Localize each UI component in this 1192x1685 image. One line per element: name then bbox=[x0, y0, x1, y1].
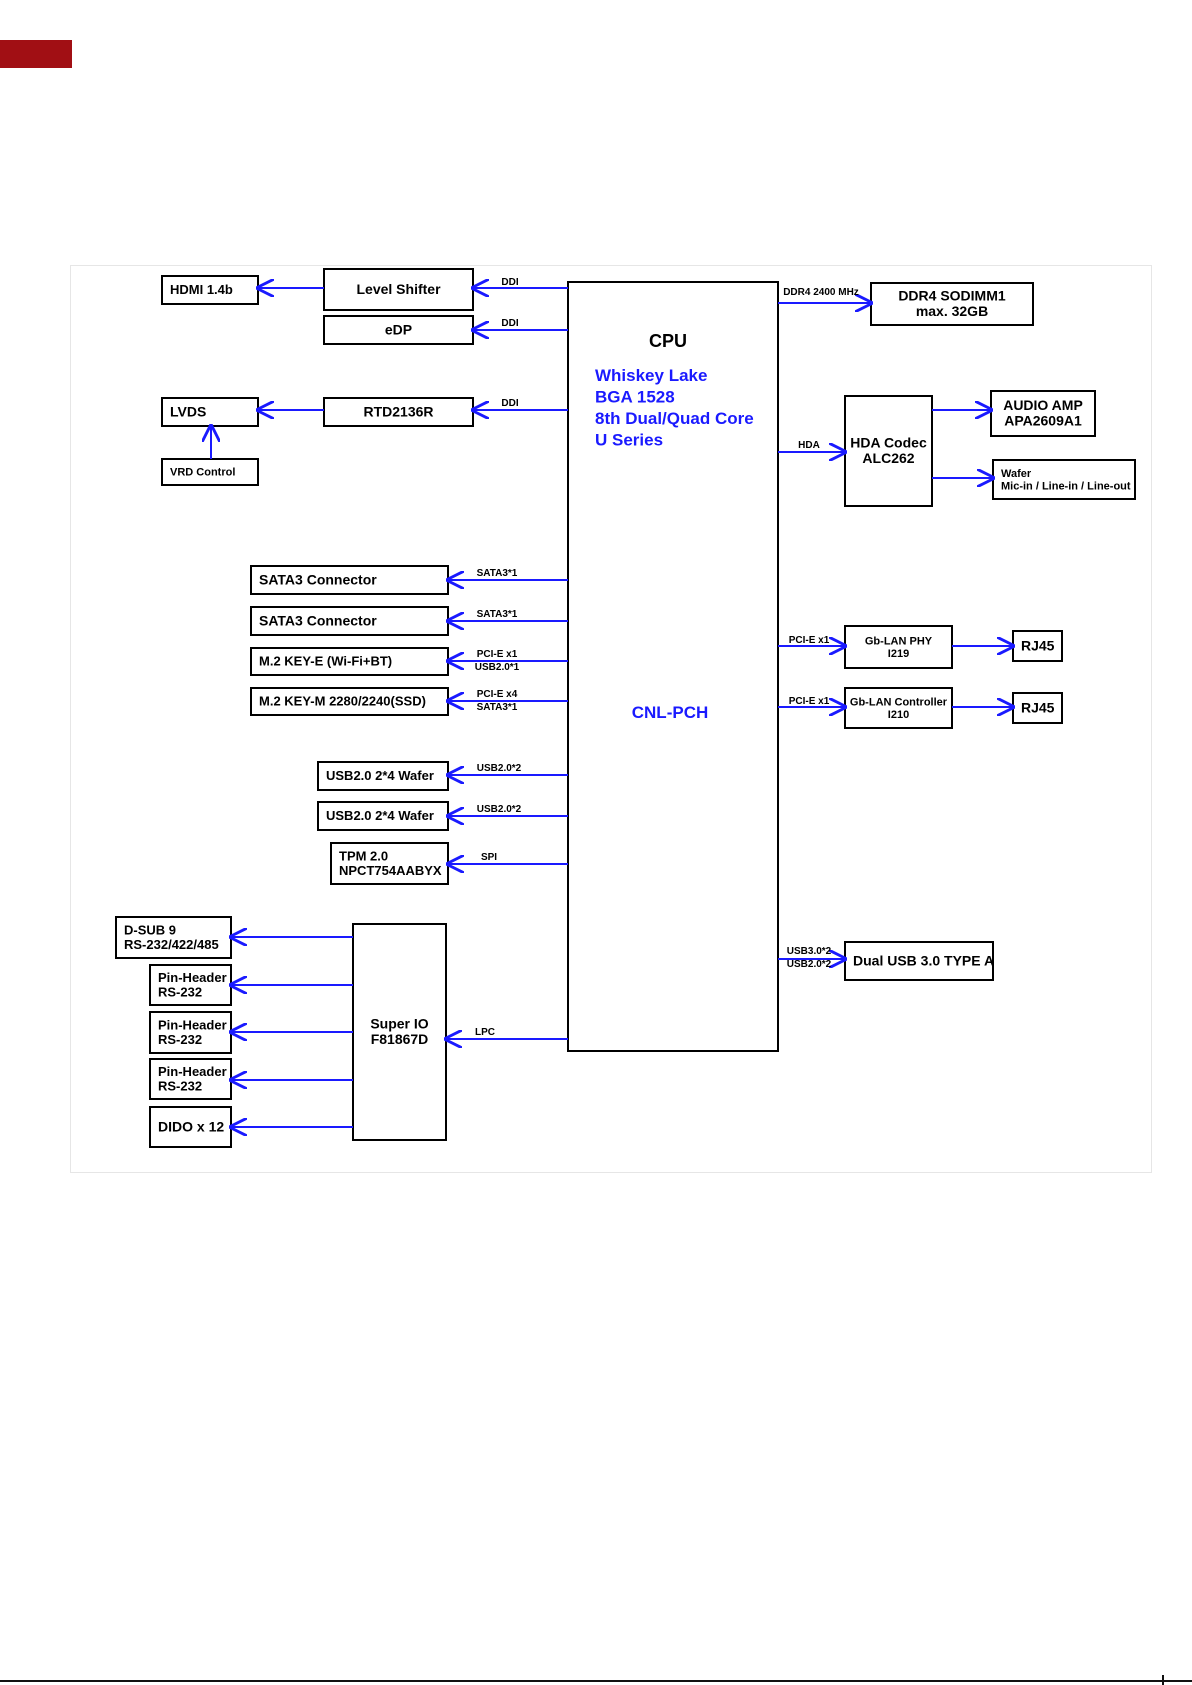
box-sata2 bbox=[250, 606, 449, 636]
cpu-line: 8th Dual/Quad Core bbox=[595, 409, 754, 428]
box-label-wafer: Wafer bbox=[1001, 468, 1032, 480]
box-label-audio-amp: AUDIO AMP bbox=[1003, 397, 1083, 413]
box-label-hdmi: HDMI 1.4b bbox=[170, 282, 233, 297]
box-label-dual-usb: Dual USB 3.0 TYPE A bbox=[853, 952, 994, 968]
box-label-lan-phy: Gb-LAN PHY bbox=[865, 635, 933, 647]
box-wafer bbox=[992, 459, 1136, 500]
bus-label-m2e-b: USB2.0*1 bbox=[475, 662, 520, 673]
box-label-lan-phy: I219 bbox=[888, 648, 909, 660]
box-superio bbox=[352, 923, 447, 1141]
bus-label-lpc: LPC bbox=[475, 1027, 495, 1038]
bus-label-ddr4-bus: DDR4 2400 MHz bbox=[783, 287, 859, 298]
bus-label-m2m-a: PCI-E x4 bbox=[477, 689, 518, 700]
bus-label-sata1: SATA3*1 bbox=[477, 568, 518, 579]
box-label-rj45-1: RJ45 bbox=[1021, 637, 1055, 653]
box-label-hda-codec: HDA Codec bbox=[850, 435, 927, 451]
box-label-pin3: RS-232 bbox=[158, 1078, 202, 1093]
box-label-ddr4: DDR4 SODIMM1 bbox=[898, 288, 1006, 304]
box-label-pin2: Pin-Header bbox=[158, 1017, 227, 1032]
box-label-sata2: SATA3 Connector bbox=[259, 612, 377, 628]
box-label-usbw2: USB2.0 2*4 Wafer bbox=[326, 808, 434, 823]
box-label-sata1: SATA3 Connector bbox=[259, 571, 377, 587]
box-label-pin1: RS-232 bbox=[158, 984, 202, 999]
box-usbw1 bbox=[317, 761, 449, 791]
bus-label-ddi2: DDI bbox=[501, 318, 518, 329]
box-label-pin3: Pin-Header bbox=[158, 1064, 227, 1079]
box-label-m2m: M.2 KEY-M 2280/2240(SSD) bbox=[259, 694, 426, 709]
bus-label-m2e-a: PCI-E x1 bbox=[477, 649, 518, 660]
page-bottom-tick bbox=[1162, 1675, 1164, 1685]
cpu-line: U Series bbox=[595, 431, 663, 450]
box-label-dsub: D-SUB 9 bbox=[124, 922, 176, 937]
box-label-vrd: VRD Control bbox=[170, 467, 235, 479]
box-label-pin1: Pin-Header bbox=[158, 970, 227, 985]
box-label-level-shifter: Level Shifter bbox=[356, 281, 441, 297]
bus-label-m2m-b: SATA3*1 bbox=[477, 702, 518, 713]
bus-label-usb3-a: USB3.0*2 bbox=[787, 946, 832, 957]
box-level-shifter bbox=[323, 268, 474, 311]
bus-label-ddi1: DDI bbox=[501, 277, 518, 288]
box-m2e bbox=[250, 647, 449, 676]
box-label-tpm: NPCT754AABYX bbox=[339, 863, 442, 878]
box-m2m bbox=[250, 687, 449, 716]
box-label-dsub: RS-232/422/485 bbox=[124, 937, 219, 952]
box-label-lan-ctrl: I210 bbox=[888, 709, 909, 721]
cpu-box bbox=[567, 281, 779, 1052]
bus-label-sata2: SATA3*1 bbox=[477, 609, 518, 620]
box-pin1 bbox=[149, 964, 232, 1006]
box-label-rtd: RTD2136R bbox=[363, 403, 433, 419]
box-edp bbox=[323, 315, 474, 345]
cpu-line: Whiskey Lake bbox=[595, 366, 707, 385]
page-bottom-rule bbox=[0, 1680, 1192, 1682]
box-label-lvds: LVDS bbox=[170, 403, 206, 419]
box-dsub bbox=[115, 916, 232, 959]
box-rj45-1 bbox=[1012, 630, 1063, 662]
box-dido bbox=[149, 1106, 232, 1148]
bus-label-usb1: USB2.0*2 bbox=[477, 763, 522, 774]
box-label-wafer: Mic-in / Line-in / Line-out bbox=[1001, 480, 1131, 492]
bus-label-spi: SPI bbox=[481, 852, 497, 863]
box-label-ddr4: max. 32GB bbox=[916, 303, 988, 319]
box-label-hda-codec: ALC262 bbox=[862, 450, 914, 466]
box-label-pin2: RS-232 bbox=[158, 1032, 202, 1047]
pch-label: CNL-PCH bbox=[632, 703, 709, 722]
box-label-superio: Super IO bbox=[370, 1016, 428, 1032]
bus-label-usb3-b: USB2.0*2 bbox=[787, 959, 832, 970]
bus-label-hda: HDA bbox=[798, 440, 820, 451]
bus-label-ddi3: DDI bbox=[501, 398, 518, 409]
box-label-m2e: M.2 KEY-E (Wi-Fi+BT) bbox=[259, 654, 392, 669]
box-label-usbw1: USB2.0 2*4 Wafer bbox=[326, 768, 434, 783]
box-hdmi bbox=[161, 275, 259, 305]
box-label-dido: DIDO x 12 bbox=[158, 1118, 224, 1134]
box-tpm bbox=[330, 842, 449, 885]
box-lan-ctrl bbox=[844, 687, 953, 729]
box-sata1 bbox=[250, 565, 449, 595]
box-label-lan-ctrl: Gb-LAN Controller bbox=[850, 696, 948, 708]
box-label-edp: eDP bbox=[385, 321, 412, 337]
box-usbw2 bbox=[317, 801, 449, 831]
bus-label-pcie2: PCI-E x1 bbox=[789, 696, 830, 707]
box-label-tpm: TPM 2.0 bbox=[339, 848, 388, 863]
box-label-rj45-2: RJ45 bbox=[1021, 699, 1055, 715]
box-dual-usb bbox=[844, 941, 994, 981]
box-label-audio-amp: APA2609A1 bbox=[1004, 413, 1082, 429]
bus-label-usb2: USB2.0*2 bbox=[477, 804, 522, 815]
bus-label-pcie1: PCI-E x1 bbox=[789, 635, 830, 646]
cpu-line: BGA 1528 bbox=[595, 388, 675, 407]
header-accent-bar bbox=[0, 40, 72, 68]
box-label-superio: F81867D bbox=[371, 1031, 429, 1047]
cpu-title: CPU bbox=[649, 331, 687, 351]
